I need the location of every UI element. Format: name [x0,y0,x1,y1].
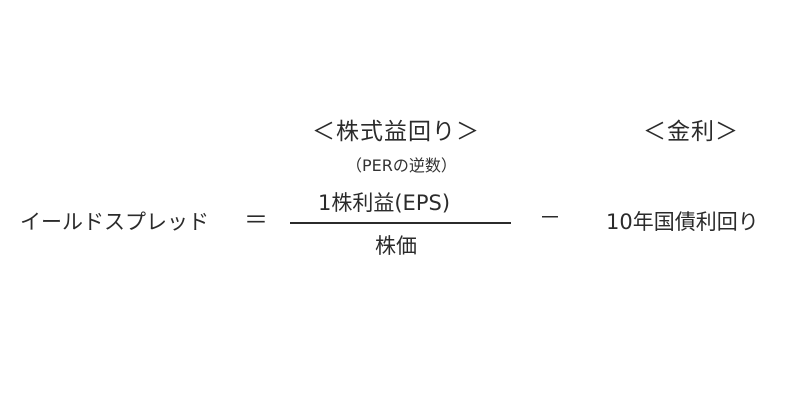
yield-spread-label: イールドスプレッド [20,210,209,234]
fraction-bar [290,222,511,224]
fraction-numerator: 1株利益(EPS) [318,191,451,215]
fraction-denominator: 株価 [375,234,417,258]
per-inverse-note: （PERの逆数） [346,156,457,175]
bond-yield-label: 10年国債利回り [606,210,759,234]
interest-rate-header: ＜金利＞ [643,119,739,145]
earnings-yield-header: ＜株式益回り＞ [312,119,480,145]
equals-sign: ＝ [244,206,268,234]
minus-sign: － [539,206,562,231]
